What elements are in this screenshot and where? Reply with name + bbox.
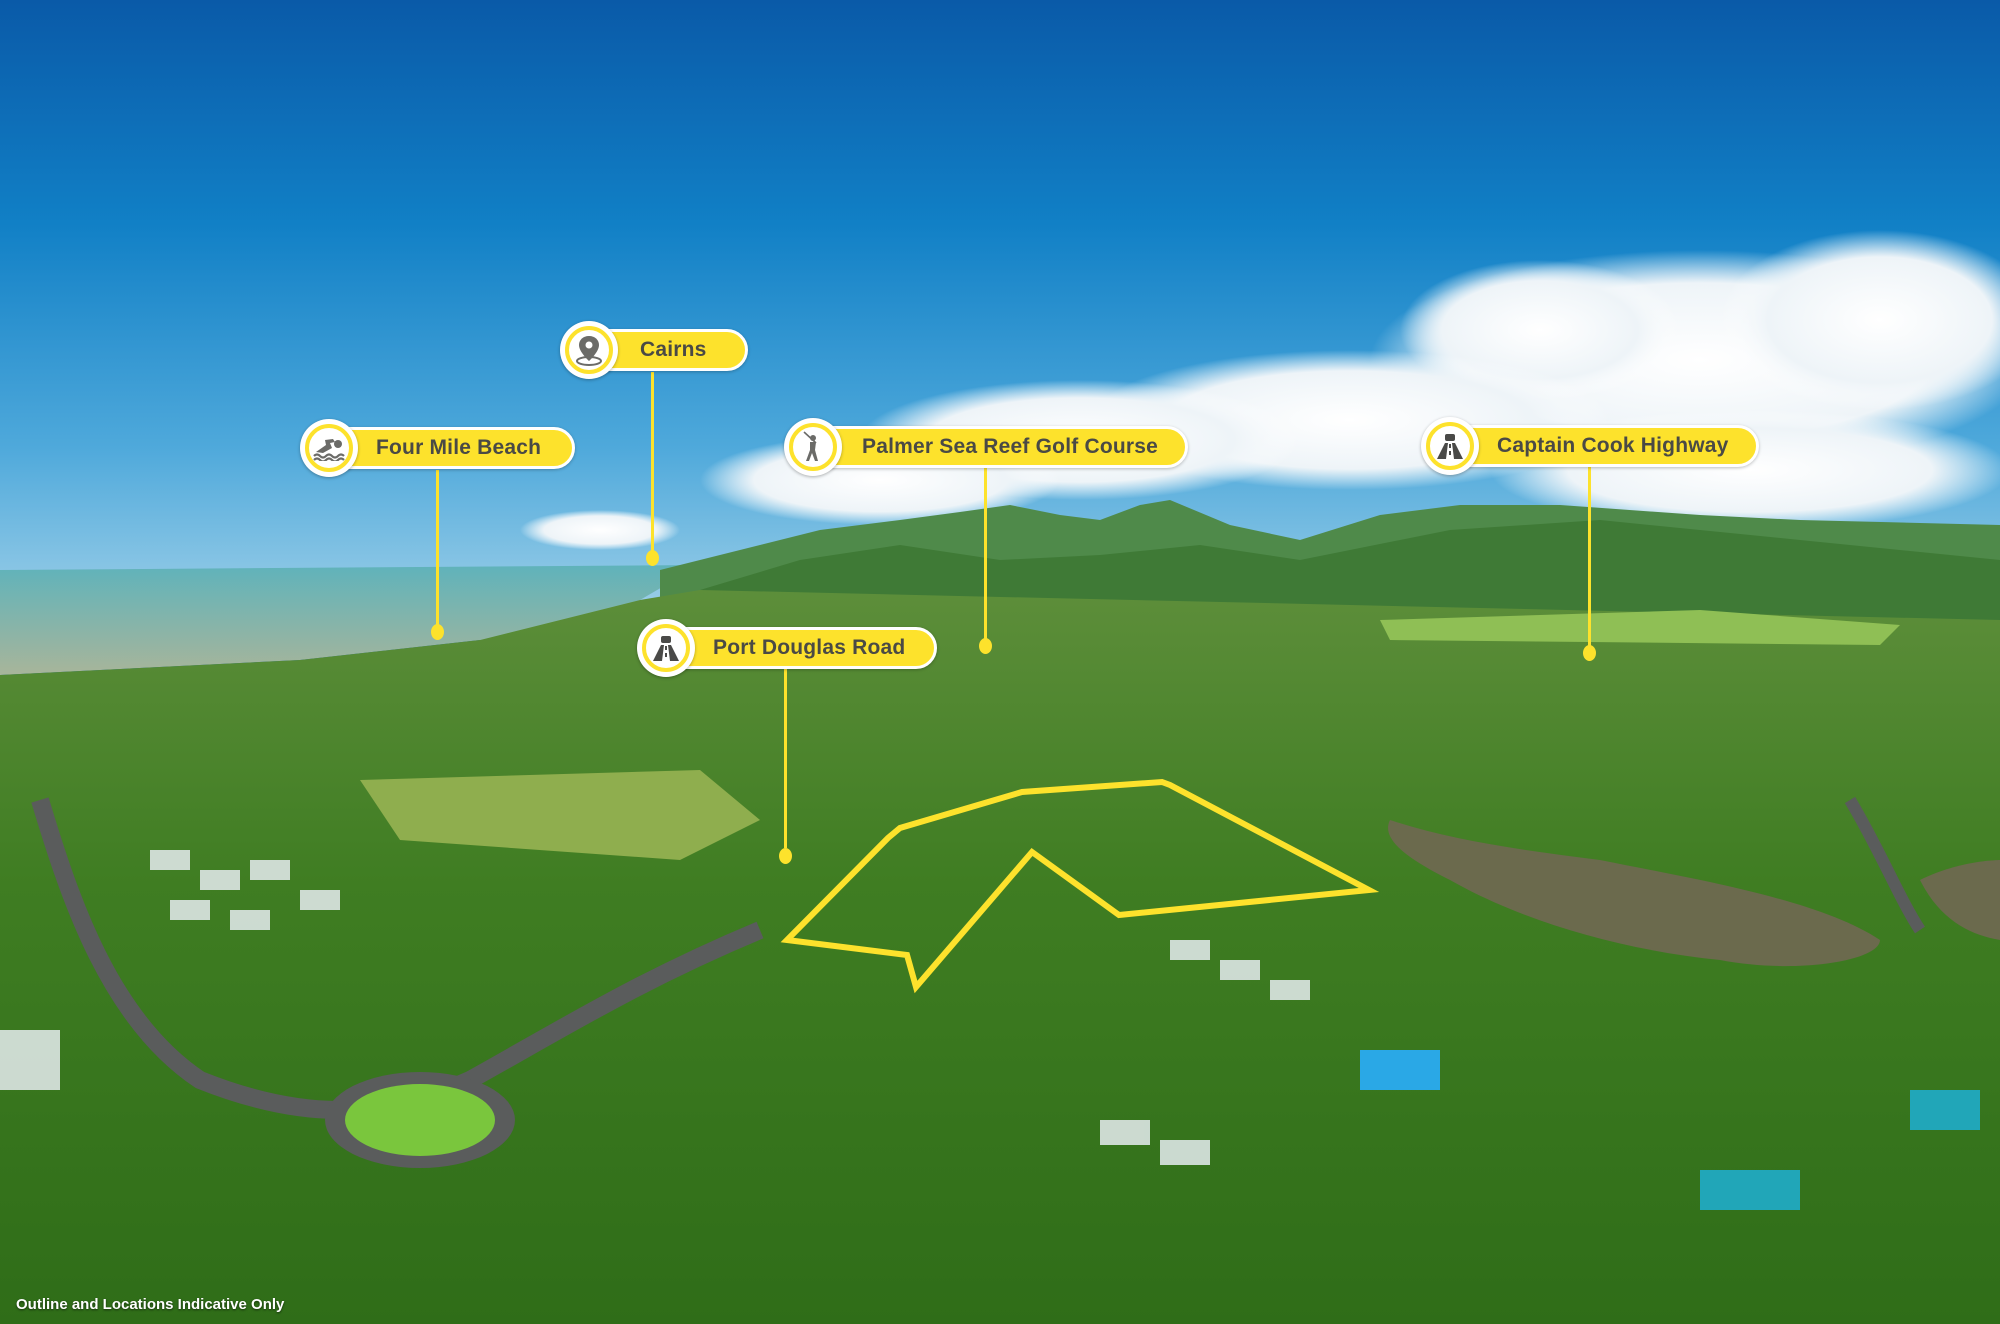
callout-label: Palmer Sea Reef Golf Course [862,435,1159,458]
road-car-icon [653,636,679,661]
callout-badge [637,619,695,677]
callout-pill [808,426,1188,468]
callout-badge [1421,417,1479,475]
golfer-icon [803,431,818,461]
swimmer-icon [313,439,345,461]
callout-port-douglas-road[interactable]: Port Douglas Road [637,619,937,677]
location-pin-icon [576,336,602,366]
callout-four-mile-beach[interactable]: Four Mile Beach [300,419,575,477]
callout-cairns[interactable]: Cairns [560,321,748,379]
callout-palmer-sea-reef[interactable]: Palmer Sea Reef Golf Course [784,418,1188,476]
callout-label: Cairns [640,338,707,361]
pin-palmer-sea-reef [979,638,992,654]
leader-palmer-sea-reef [984,467,987,643]
callout-captain-cook-highway[interactable]: Captain Cook Highway [1421,417,1759,475]
pin-four-mile-beach [431,624,444,640]
disclaimer-text: Outline and Locations Indicative Only [16,1296,285,1313]
leader-cairns [651,372,654,555]
pin-captain-cook-highway [1583,645,1596,661]
pin-cairns [646,550,659,566]
road-car-icon [1437,434,1463,459]
callout-badge [560,321,618,379]
callout-badge [784,418,842,476]
leader-four-mile-beach [436,470,439,632]
leader-port-douglas-road [784,668,787,848]
callout-pill [661,627,937,669]
callout-label: Captain Cook Highway [1497,434,1729,457]
callout-pill [1445,425,1759,467]
leader-captain-cook-highway [1588,466,1591,650]
property-outline [780,778,1380,994]
callout-label: Port Douglas Road [713,636,906,659]
pin-port-douglas-road [779,848,792,864]
callout-badge [300,419,358,477]
callout-label: Four Mile Beach [376,436,542,459]
